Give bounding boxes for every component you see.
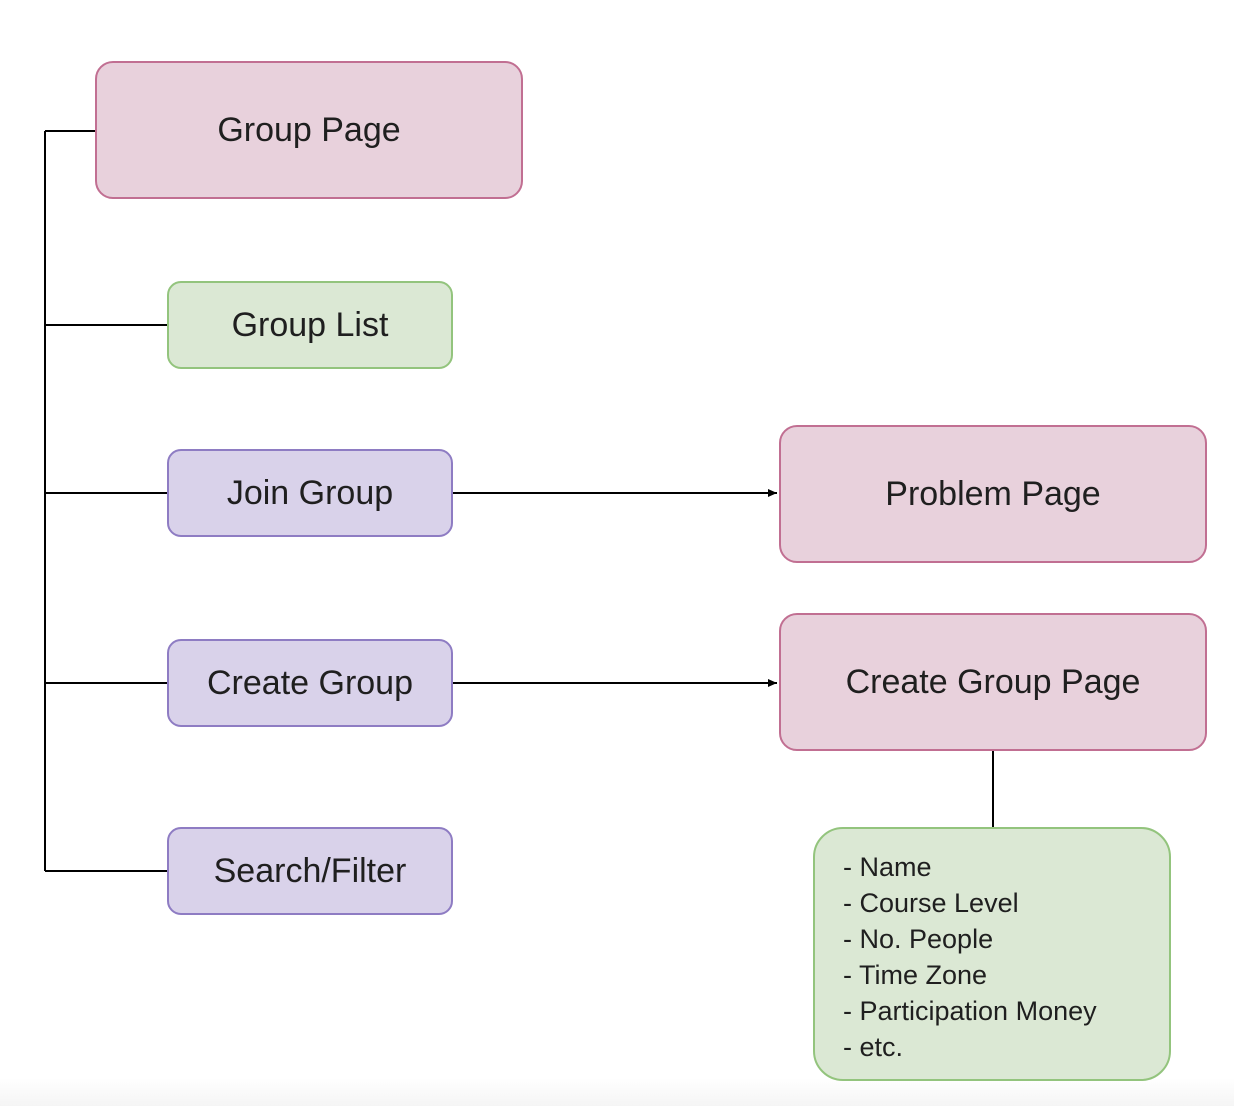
group-page-label: Group Page: [217, 111, 401, 149]
join-group-label: Join Group: [226, 474, 394, 512]
create-group-details-list: - Name - Course Level - No. People - Tim…: [843, 849, 1151, 1065]
details-item-course-level: - Course Level: [843, 888, 1019, 918]
create-group-page-label: Create Group Page: [845, 663, 1141, 701]
create-group-page-node: Create Group Page: [779, 613, 1207, 751]
details-item-name: - Name: [843, 852, 932, 882]
group-list-node: Group List: [167, 281, 453, 369]
search-filter-label: Search/Filter: [213, 852, 407, 890]
problem-page-label: Problem Page: [885, 475, 1101, 513]
create-group-details-node: - Name - Course Level - No. People - Tim…: [813, 827, 1171, 1081]
group-list-label: Group List: [231, 306, 389, 344]
problem-page-node: Problem Page: [779, 425, 1207, 563]
create-group-node: Create Group: [167, 639, 453, 727]
bottom-fade: [0, 1078, 1234, 1106]
details-item-etc: - etc.: [843, 1032, 904, 1062]
create-group-label: Create Group: [207, 664, 413, 702]
search-filter-node: Search/Filter: [167, 827, 453, 915]
details-item-time-zone: - Time Zone: [843, 960, 988, 990]
join-group-node: Join Group: [167, 449, 453, 537]
details-item-participation-money: - Participation Money: [843, 996, 1097, 1026]
group-page-node: Group Page: [95, 61, 523, 199]
details-item-no-people: - No. People: [843, 924, 994, 954]
